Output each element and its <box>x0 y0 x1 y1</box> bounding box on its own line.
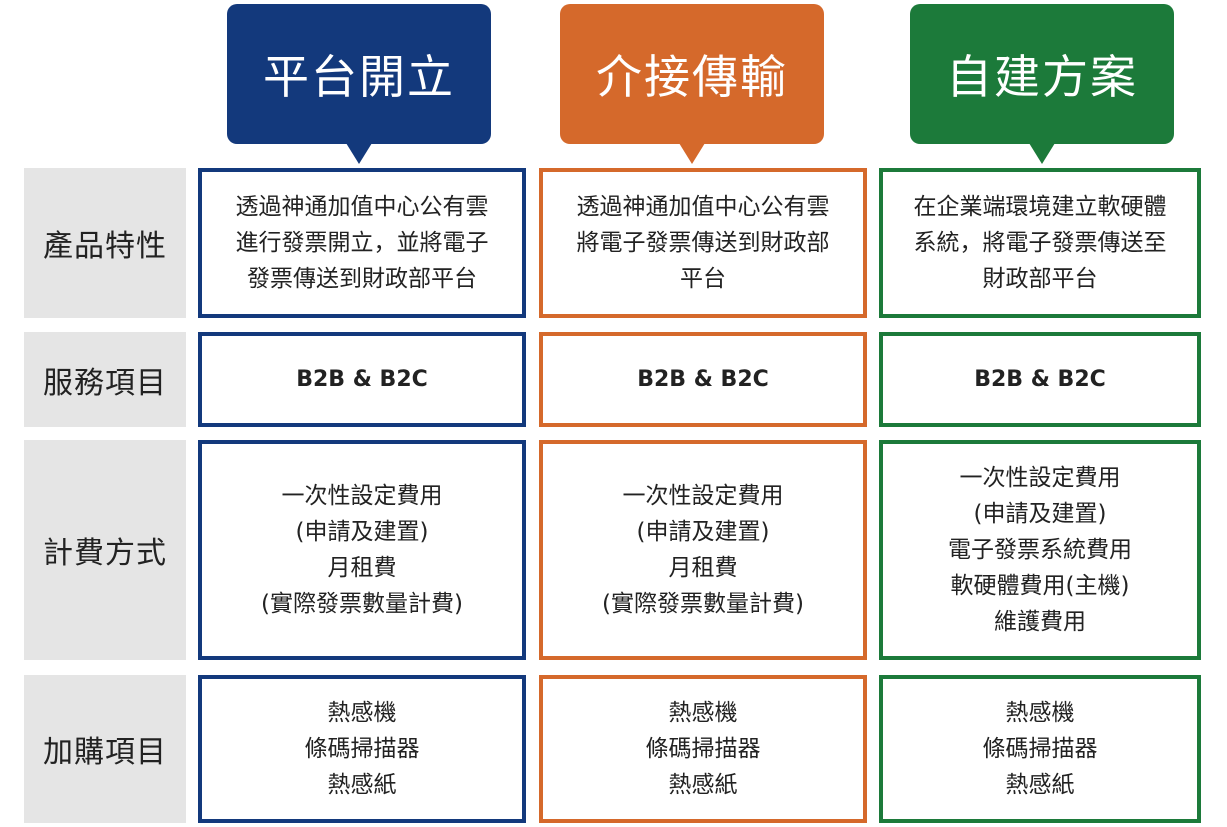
cell-billing-self-built: 一次性設定費用 (申請及建置) 電子發票系統費用 軟硬體費用(主機) 維護費用 <box>879 440 1201 660</box>
cell-line: 條碼掃描器 <box>304 736 420 762</box>
cell-line: 熱感紙 <box>327 772 397 798</box>
cell-line: 系統，將電子發票傳送至 <box>913 230 1167 256</box>
cell-line: 透過神通加值中心公有雲 <box>576 194 830 220</box>
cell-line: 一次性設定費用 <box>281 483 443 509</box>
cell-line: (申請及建置) <box>973 501 1107 527</box>
cell-line: 平台 <box>680 266 726 292</box>
cell-billing-platform: 一次性設定費用 (申請及建置) 月租費 (實際發票數量計費) <box>198 440 526 660</box>
cell-line: 進行發票開立，並將電子 <box>235 230 489 256</box>
cell-line: 財政部平台 <box>982 266 1098 292</box>
cell-line: 月租費 <box>668 555 738 581</box>
cell-line: 一次性設定費用 <box>622 483 784 509</box>
cell-line: 將電子發票傳送到財政部 <box>576 230 830 256</box>
cell-line: 電子發票系統費用 <box>948 537 1132 563</box>
cell-billing-integration: 一次性設定費用 (申請及建置) 月租費 (實際發票數量計費) <box>539 440 867 660</box>
cell-features-platform: 透過神通加值中心公有雲 進行發票開立，並將電子 發票傳送到財政部平台 <box>198 168 526 318</box>
cell-line: 熱感機 <box>668 700 738 726</box>
cell-line: 條碼掃描器 <box>982 736 1098 762</box>
cell-line: 月租費 <box>327 555 397 581</box>
cell-line: (申請及建置) <box>636 519 770 545</box>
cell-line: 維護費用 <box>994 609 1086 635</box>
cell-line: (實際發票數量計費) <box>261 591 463 617</box>
cell-line: (實際發票數量計費) <box>602 591 804 617</box>
cell-addons-platform: 熱感機 條碼掃描器 熱感紙 <box>198 675 526 823</box>
cell-line: 條碼掃描器 <box>645 736 761 762</box>
cell-addons-integration: 熱感機 條碼掃描器 熱感紙 <box>539 675 867 823</box>
cell-line: 發票傳送到財政部平台 <box>247 266 477 292</box>
header-integration: 介接傳輸 <box>560 4 824 164</box>
row-label-billing: 計費方式 <box>24 440 186 660</box>
cell-line: 熱感紙 <box>668 772 738 798</box>
cell-line: 透過神通加值中心公有雲 <box>235 194 489 220</box>
cell-line: 軟硬體費用(主機) <box>950 573 1130 599</box>
cell-services-self-built: B2B & B2C <box>879 332 1201 427</box>
row-label-addons: 加購項目 <box>24 675 186 823</box>
cell-services-integration: B2B & B2C <box>539 332 867 427</box>
row-label-features: 產品特性 <box>24 168 186 318</box>
cell-features-self-built: 在企業端環境建立軟硬體 系統，將電子發票傳送至 財政部平台 <box>879 168 1201 318</box>
cell-line: 在企業端環境建立軟硬體 <box>913 194 1167 220</box>
cell-line: 熱感機 <box>327 700 397 726</box>
row-label-services: 服務項目 <box>24 332 186 427</box>
header-platform: 平台開立 <box>227 4 491 164</box>
cell-line: B2B & B2C <box>296 366 428 392</box>
header-self-built: 自建方案 <box>910 4 1174 164</box>
cell-features-integration: 透過神通加值中心公有雲 將電子發票傳送到財政部 平台 <box>539 168 867 318</box>
cell-services-platform: B2B & B2C <box>198 332 526 427</box>
cell-line: (申請及建置) <box>295 519 429 545</box>
cell-addons-self-built: 熱感機 條碼掃描器 熱感紙 <box>879 675 1201 823</box>
cell-line: B2B & B2C <box>974 366 1106 392</box>
cell-line: 一次性設定費用 <box>959 465 1121 491</box>
cell-line: 熱感紙 <box>1005 772 1075 798</box>
cell-line: 熱感機 <box>1005 700 1075 726</box>
cell-line: B2B & B2C <box>637 366 769 392</box>
